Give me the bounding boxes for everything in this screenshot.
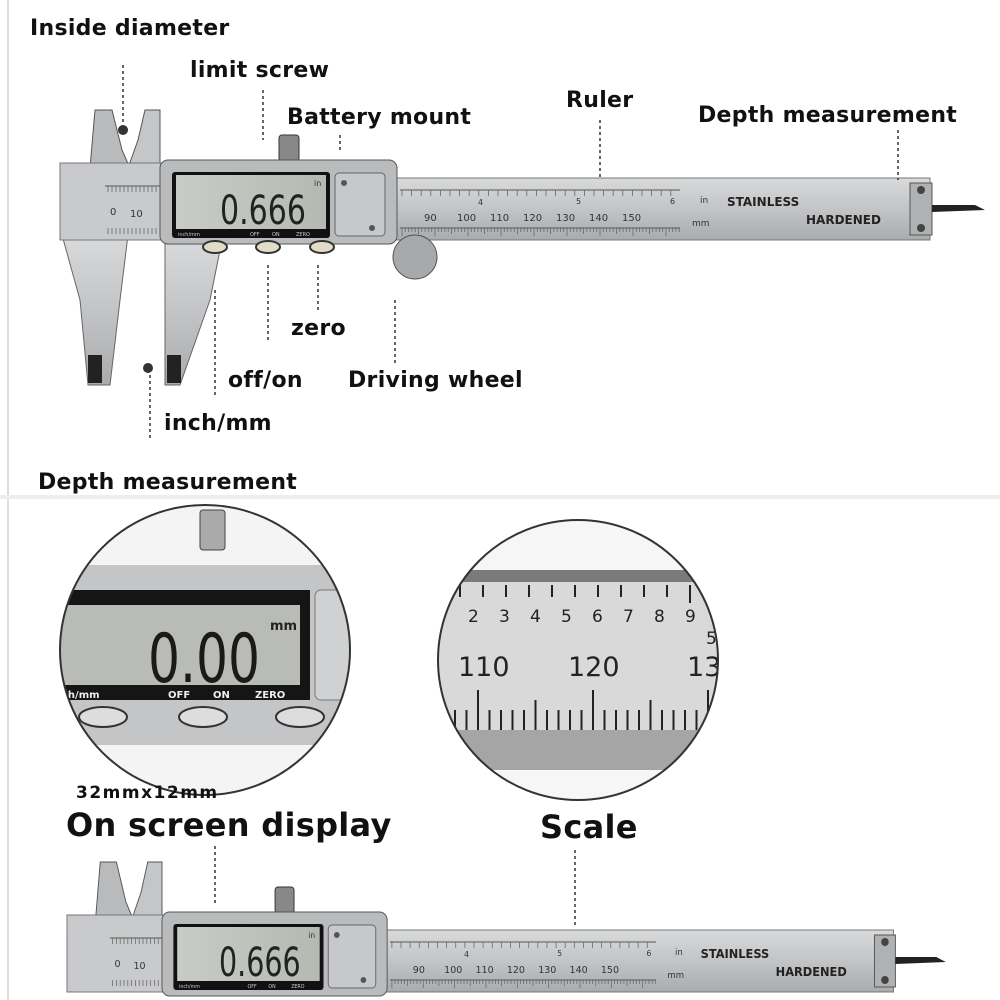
label-battery-mount: Battery mount (287, 105, 472, 130)
zoom-inch-subdivision: 5 (561, 607, 572, 627)
ruler-mm-number: 120 (523, 213, 542, 224)
jaw-scale-0: 0 (110, 207, 116, 218)
zoom-mm-130: 13 (687, 652, 721, 683)
stamp-stainless: STAINLESS (727, 195, 799, 209)
stamp-hardened: HARDENED (806, 213, 881, 227)
battery-cover (334, 172, 386, 237)
ruler-mm-number: 150 (622, 213, 641, 224)
button-label-on: ON (272, 232, 280, 238)
button-label-inchmm: inch/mm (178, 232, 200, 238)
ruler-mm-number: 130 (556, 213, 575, 224)
label-scale: Scale (540, 808, 638, 846)
inch-number: 4 (478, 198, 483, 207)
jaw-scale-10: 10 (130, 209, 143, 220)
ruler-mm-number: 110 (490, 213, 509, 224)
inch-mm-button[interactable] (202, 240, 228, 254)
zoom-lcd-unit: mm (270, 619, 297, 634)
ruler-mm-number: 100 (457, 213, 476, 224)
label-driving-wheel: Driving wheel (348, 368, 523, 393)
zero-button[interactable] (309, 240, 335, 254)
lcd-reading: 0.666 (220, 188, 306, 234)
off-on-button[interactable] (255, 240, 281, 254)
label-inch-mm: inch/mm (164, 411, 272, 436)
label-display-size: 32mmx12mm (76, 783, 219, 803)
limit-screw[interactable] (278, 134, 300, 162)
label-zero: zero (291, 316, 346, 341)
zoom-inch-number: 5 (706, 629, 717, 649)
zoom-inch-subdivision: 9 (685, 607, 696, 627)
section-title-depth-measurement: Depth measurement (38, 470, 298, 495)
inch-number: 5 (576, 197, 581, 206)
zoom-mm-120: 120 (568, 652, 620, 683)
zoom-label-on: ON (213, 690, 230, 701)
unit-mm: mm (692, 219, 710, 229)
zoom-inch-subdivision: 6 (592, 607, 603, 627)
label-depth-measurement: Depth measurement (698, 103, 958, 128)
zoom-inch-subdivision: 3 (499, 607, 510, 627)
lcd-screen (176, 175, 326, 229)
zoom-label-zero: ZERO (255, 690, 285, 701)
zoom-lcd-reading: 0.00 (148, 620, 260, 699)
zoom-inch-subdivision: 2 (468, 607, 479, 627)
zoom-inch-subdivision: 7 (623, 607, 634, 627)
caliper-top: 0 10 90 100 110 120 130 140 150 4 5 6 in mm ST… (59, 109, 985, 245)
zoom-mm-110: 110 (458, 652, 510, 683)
display-zoom: 0.00 mm ch/mm OFF ON ZERO (60, 505, 350, 795)
lcd-unit: in (314, 179, 321, 188)
driving-wheel[interactable] (392, 234, 438, 280)
button-label-off: OFF (250, 232, 260, 238)
caliper-top-controls (202, 234, 438, 280)
depth-rod (932, 205, 985, 212)
caliper-top-lower-parts (61, 234, 223, 386)
unit-in: in (700, 196, 708, 206)
zoom-label-inchmm: ch/mm (62, 690, 100, 701)
label-off-on: off/on (228, 368, 303, 393)
ruler-mm-number: 140 (589, 213, 608, 224)
upper-jaw-sliding (127, 109, 161, 169)
zoom-inch-subdivision: 4 (530, 607, 541, 627)
zoom-inch-subdivision: 8 (654, 607, 665, 627)
label-limit-screw: limit screw (190, 58, 330, 83)
button-label-zero: ZERO (296, 232, 310, 238)
zoom-label-off: OFF (168, 690, 190, 701)
caliper-bottom (66, 861, 947, 997)
upper-jaw-fixed (89, 109, 131, 169)
label-ruler: Ruler (566, 88, 634, 113)
label-inside-diameter: Inside diameter (30, 16, 230, 41)
inch-number: 6 (670, 197, 675, 206)
ruler-mm-number: 90 (424, 213, 437, 224)
label-on-screen-display: On screen display (66, 806, 392, 844)
